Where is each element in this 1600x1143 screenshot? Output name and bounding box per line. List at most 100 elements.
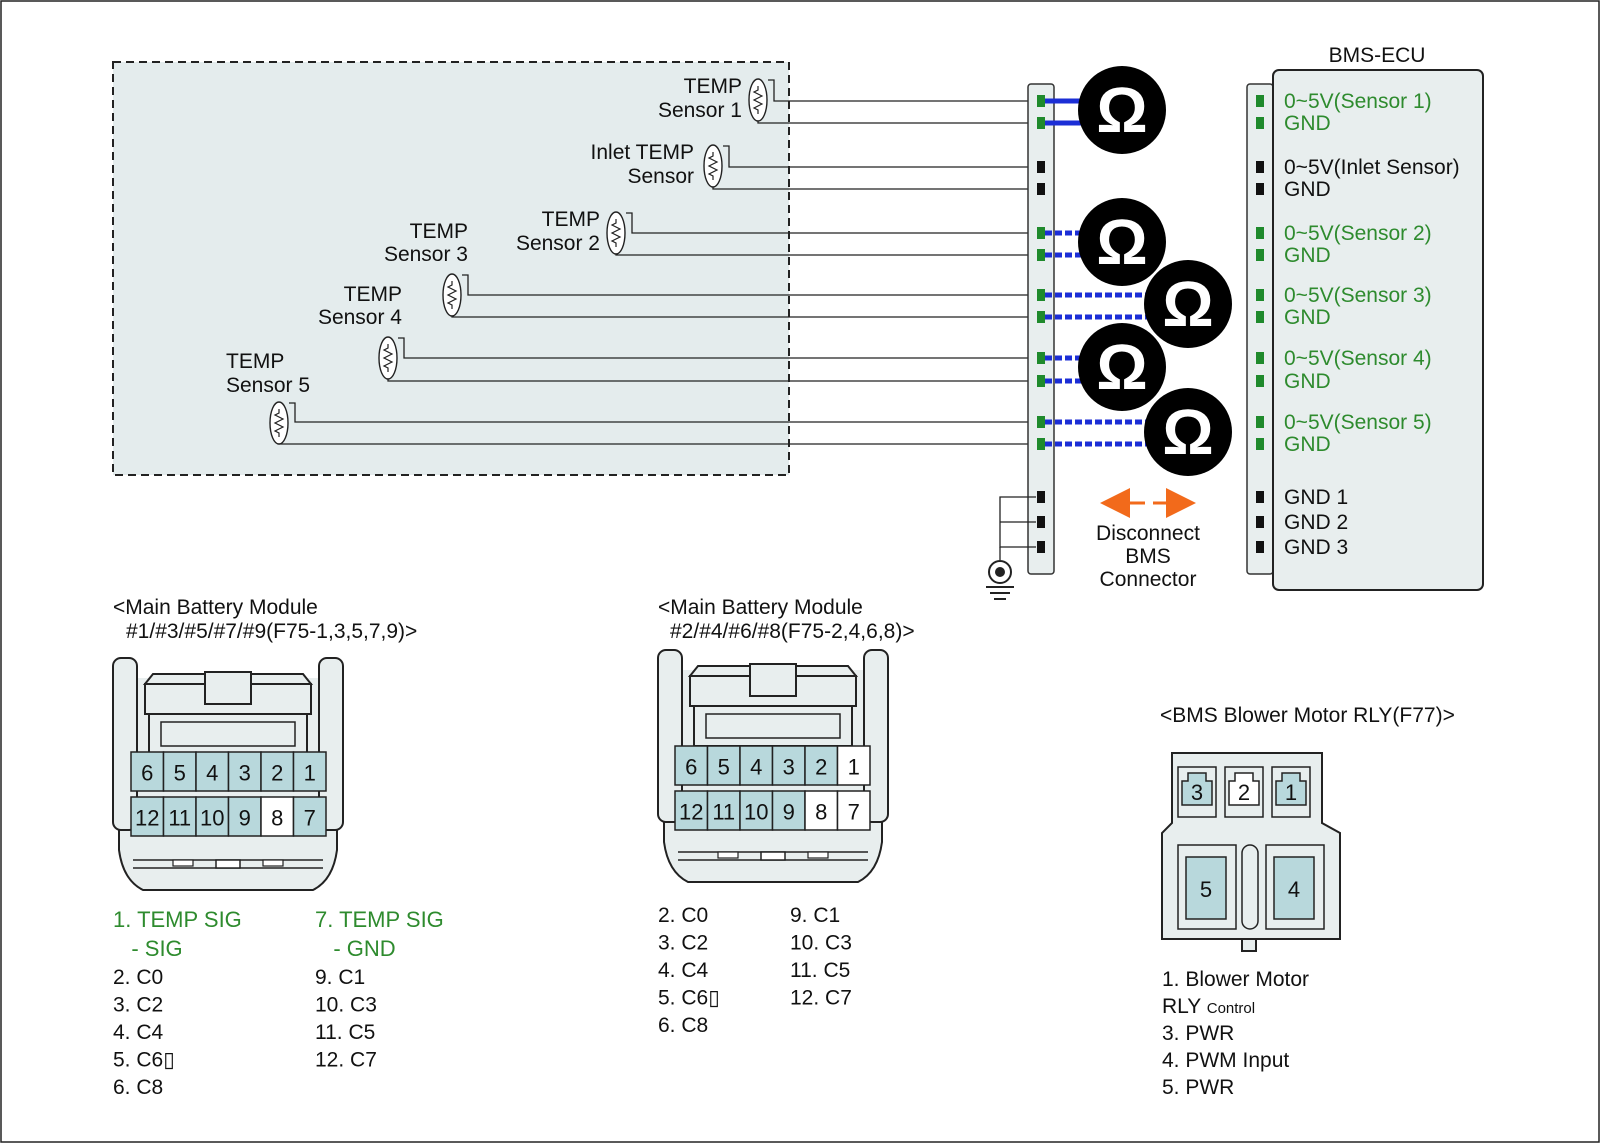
pin-number: 4	[750, 755, 762, 780]
legend-a-green-1b: - SIG	[113, 936, 183, 961]
ecu-pin	[1256, 249, 1264, 261]
bms-ecu-box	[1272, 69, 1484, 591]
pin-number: 6	[685, 755, 697, 780]
blower-legend-item: RLY Control	[1162, 995, 1255, 1018]
ecu-pin-label: 0~5V(Sensor 4)	[1284, 347, 1432, 370]
ecu-pin	[1256, 352, 1264, 364]
thermistor-icon	[269, 401, 289, 445]
connector-pin	[1037, 541, 1045, 553]
ecu-pin	[1256, 516, 1264, 528]
connector-pin-cell	[162, 796, 197, 837]
ohm-meter-icon: Ω	[1078, 323, 1166, 411]
pin-number: 1	[848, 755, 860, 780]
relay-pin	[1273, 856, 1315, 920]
connector-pin-cell	[195, 796, 230, 837]
ohm-meter-icon: Ω	[1078, 198, 1166, 286]
pin-number: 9	[783, 800, 795, 825]
sensor-label-line1: TEMP	[344, 283, 402, 306]
legend-a-green-2b: - GND	[315, 936, 396, 961]
ecu-pin-label: GND	[1284, 178, 1331, 201]
legend-item: 11. C5	[790, 959, 850, 982]
ecu-pin	[1256, 289, 1264, 301]
pin-number: 3	[1191, 780, 1203, 805]
ecu-pin	[1256, 227, 1264, 239]
connector-a-legend: 1. TEMP SIG - SIG 7. TEMP SIG - GND 2. C…	[113, 907, 444, 1099]
pin-number: 4	[1288, 877, 1300, 902]
pin-number: 11	[168, 806, 191, 831]
connector-pin	[1037, 183, 1045, 195]
sensor-label-line1: TEMP	[226, 350, 284, 373]
connector-pin	[1037, 516, 1045, 528]
pin-number: 1	[304, 761, 316, 786]
connector-pin	[1037, 491, 1045, 503]
ecu-pin	[1256, 541, 1264, 553]
pin-number: 10	[744, 800, 768, 825]
disconnect-label-2: BMS	[1125, 545, 1171, 568]
pin-number: 1	[1285, 780, 1297, 805]
connector-pin	[1037, 117, 1045, 129]
ecu-pin	[1256, 183, 1264, 195]
connector-pin-cell	[130, 751, 165, 792]
wire-signal	[626, 212, 1041, 234]
connector-pin	[1037, 438, 1045, 450]
ecu-pin-label: GND	[1284, 370, 1331, 393]
pin-number: 3	[239, 761, 251, 786]
connector-a-title-1: <Main Battery Module	[113, 596, 318, 619]
connector-b-title-1: <Main Battery Module	[658, 596, 863, 619]
sensor-label-line2: Sensor	[627, 165, 694, 188]
wire-signal	[462, 274, 1041, 296]
ecu-pin-label: GND	[1284, 244, 1331, 267]
pin-number: 4	[206, 761, 218, 786]
pin-number: 2	[815, 755, 827, 780]
ecu-pin-label: 0~5V(Sensor 2)	[1284, 222, 1432, 245]
pin-number: 2	[271, 761, 283, 786]
blower-legend-item: 4. PWM Input	[1162, 1049, 1289, 1072]
svg-text:Ω: Ω	[1162, 268, 1213, 340]
thermistor-icon	[703, 144, 723, 188]
blower-legend-item: 1. Blower Motor	[1162, 968, 1309, 991]
ecu-pin-label: 0~5V(Sensor 3)	[1284, 284, 1432, 307]
ecu-pin	[1256, 161, 1264, 173]
legend-item: 2. C0	[113, 966, 163, 989]
svg-text:Ω: Ω	[1096, 74, 1147, 146]
ecu-pin-label: 0~5V(Sensor 1)	[1284, 90, 1432, 113]
legend-item: 3. C2	[113, 994, 163, 1017]
thermistor-icon	[606, 211, 626, 255]
connector-pin-cell	[836, 745, 871, 786]
pin-number: 5	[174, 761, 186, 786]
pin-number: 12	[135, 806, 159, 831]
connector-pin-cell	[195, 751, 230, 792]
wire-signal	[398, 337, 1041, 359]
bms-connector-strip	[1027, 83, 1055, 575]
ecu-pin-label: GND 2	[1284, 511, 1348, 534]
sensor-label-line2: Sensor 3	[384, 243, 468, 266]
pin-number: 9	[239, 806, 251, 831]
ohm-meter-icon: Ω	[1144, 260, 1232, 348]
legend-item: 9. C1	[315, 966, 365, 989]
pin-number: 8	[815, 800, 827, 825]
legend-item: 10. C3	[790, 932, 852, 955]
thermistor-icon	[442, 273, 462, 317]
sensor-label-line2: Sensor 2	[516, 232, 600, 255]
blower-title: <BMS Blower Motor RLY(F77)>	[1160, 704, 1455, 727]
legend-a-green-1a: 1. TEMP SIG	[113, 907, 242, 932]
ecu-pin	[1256, 375, 1264, 387]
relay-pin	[1275, 772, 1307, 806]
battery-module-area	[112, 61, 790, 476]
ecu-title: BMS-ECU	[1329, 44, 1426, 67]
connector-pin-cell	[674, 790, 709, 831]
connector-pin-cell	[292, 796, 327, 837]
wire-signal	[289, 402, 1041, 423]
pin-number: 7	[304, 806, 316, 831]
pin-number: 5	[1200, 877, 1212, 902]
bms-connector-pins	[1037, 95, 1045, 553]
relay-pin	[1228, 772, 1260, 806]
legend-item: 10. C3	[315, 994, 377, 1017]
pin-number: 8	[271, 806, 283, 831]
